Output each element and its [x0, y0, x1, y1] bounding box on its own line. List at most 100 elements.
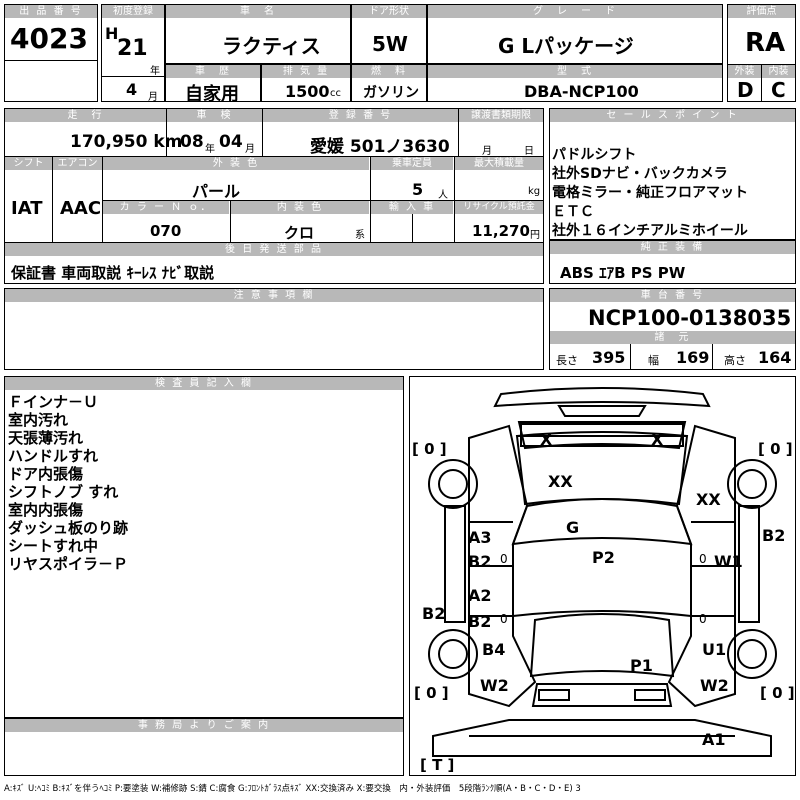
sales-item: 社外SDナビ・バックカメラ — [552, 166, 728, 182]
interior-score: C — [771, 78, 786, 102]
transfer-header: 譲渡書類期限 — [459, 109, 543, 122]
inspection-year: 08 — [180, 132, 204, 152]
small-zero-right-mid: 0 — [699, 612, 707, 626]
capacity: 5 — [412, 180, 424, 199]
color: パール — [192, 182, 241, 201]
inspector-note: ドア内張傷 — [8, 465, 84, 483]
interior-color-unit: 系 — [355, 230, 365, 241]
exterior-score: D — [737, 78, 754, 102]
small-zero-right-top: 0 — [699, 552, 707, 566]
inspection-month-unit: 月 — [245, 144, 255, 155]
ac-header: エアコン — [53, 157, 102, 170]
mark-roof-g: G — [566, 518, 580, 537]
later-parts: 保証書 車両取説 ｷｰﾚｽ ﾅﾋﾞ取説 — [11, 264, 215, 282]
car-outline-diagram — [428, 387, 777, 757]
car-name: ラクティス — [222, 34, 321, 58]
mark-ws-left: X — [540, 430, 553, 449]
sales-item: ＥＴＣ — [552, 204, 594, 220]
caution-header: 注 意 事 項 欄 — [5, 289, 543, 302]
later-parts-header: 後 日 発 送 部 品 — [5, 243, 543, 256]
mark-a3: A3 — [468, 528, 492, 547]
transfer-day-unit: 日 — [524, 146, 534, 157]
model: DBA-NCP100 — [524, 82, 639, 101]
inspector-note: Ｆインナ－Ｕ — [8, 393, 99, 411]
mark-outer-b2: B2 — [422, 604, 446, 623]
interior-header: 内装 — [762, 65, 795, 78]
interior-color-header: 内 装 色 — [231, 201, 369, 214]
mark-front-right: XX — [696, 490, 721, 509]
inspector-note: ダッシュ板のり跡 — [8, 519, 129, 537]
chassis-header: 車 台 番 号 — [550, 289, 795, 302]
mileage-header: 走 行 — [5, 109, 166, 122]
model-box — [427, 64, 723, 102]
inspector-note: 室内内張傷 — [8, 501, 84, 519]
first-reg-box — [101, 4, 165, 102]
mark-p2: P2 — [592, 548, 615, 567]
office-box — [4, 718, 404, 776]
sales-item: 電格ミラー・純正フロアマット — [552, 185, 748, 201]
tire-trunk: [ T ] — [420, 756, 455, 774]
office-header: 事 務 局 よ り ご 案 内 — [5, 719, 403, 732]
doors-header: ドア形状 — [352, 5, 426, 18]
recycle: 11,270 — [472, 222, 530, 240]
car-diagram-box — [409, 376, 796, 776]
reg-year: 21 — [117, 36, 148, 61]
transfer-month-unit: 月 — [482, 146, 492, 157]
color-no-header: カ ラ ー Ｎ ｏ． — [103, 201, 229, 214]
mark-u1: U1 — [702, 640, 727, 659]
genuine-equipment: ABS ｴｱB PS PW — [560, 264, 686, 282]
mileage: 170,950 km — [70, 132, 183, 152]
recycle-header: リサイクル預託金 — [455, 201, 543, 214]
capacity-unit: 人 — [438, 190, 448, 201]
mark-w2-left: W2 — [480, 676, 509, 695]
mark-b2-mid: B2 — [468, 612, 492, 631]
height: 164 — [758, 348, 792, 367]
displacement-box — [261, 64, 351, 102]
shift: IAT — [11, 198, 43, 219]
small-zero-left-top: 0 — [500, 552, 508, 566]
color-no: 070 — [150, 222, 182, 240]
inspection-year-unit: 年 — [205, 144, 215, 155]
legend: A:ｷｽﾞ U:ﾍｺﾐ B:ｷｽﾞを伴うﾍｺﾐ P:要塗装 W:補修跡 S:錆 … — [4, 784, 581, 794]
inspector-note: 室内汚れ — [8, 411, 69, 429]
displacement-header: 排 気 量 — [262, 65, 350, 78]
sales-item: パドルシフト — [552, 147, 637, 163]
history: 自家用 — [185, 84, 239, 105]
inspector-note: シフトノブ すれ — [8, 483, 119, 501]
chassis-box — [549, 288, 796, 370]
length: 395 — [592, 348, 626, 367]
score-header: 評価点 — [728, 5, 795, 18]
displacement: 1500 — [285, 82, 330, 101]
mark-w2-right: W2 — [700, 676, 729, 695]
plate: 愛媛 501ノ3630 — [310, 137, 450, 157]
inspector-note: シートすれ中 — [8, 537, 99, 555]
mark-ws-right: X — [651, 430, 664, 449]
length-label: 長さ — [556, 354, 578, 367]
history-box — [165, 64, 261, 102]
displacement-unit: cc — [330, 88, 341, 99]
inspection-month: 04 — [219, 132, 243, 152]
first-reg-header: 初度登録 — [102, 5, 164, 18]
tire-front-left: [ 0 ] — [412, 440, 447, 458]
history-header: 車 歴 — [166, 65, 260, 78]
sales-box — [549, 108, 796, 240]
tire-rear-right: [ 0 ] — [760, 684, 795, 702]
interior-color: クロ — [284, 224, 315, 242]
month-unit: 月 — [148, 92, 158, 103]
plate-header: 登 録 番 号 — [263, 109, 458, 122]
exterior-header: 外装 — [728, 65, 761, 78]
year-unit: 年 — [150, 66, 160, 77]
inspector-notes: Ｆインナ－Ｕ 室内汚れ 天張薄汚れ ハンドルすれ ドア内張傷 シフトノブ すれ … — [8, 393, 128, 573]
load-header: 最大積載量 — [455, 157, 543, 170]
small-zero-left-mid: 0 — [500, 612, 508, 626]
chassis-number: NCP100-0138035 — [588, 306, 792, 330]
lot-box — [4, 4, 98, 102]
doors-box — [351, 4, 427, 64]
import-header: 輸 入 車 — [371, 201, 453, 214]
sales-list: パドルシフト 社外SDナビ・バックカメラ 電格ミラー・純正フロアマット ＥＴＣ … — [552, 146, 748, 241]
recycle-unit: 円 — [530, 230, 540, 241]
mark-b2-top: B2 — [468, 552, 492, 571]
tire-front-right: [ 0 ] — [758, 440, 793, 458]
sales-item: 社外１６インチアルミホイール — [552, 223, 748, 239]
genuine-header: 純 正 装 備 — [550, 241, 795, 254]
